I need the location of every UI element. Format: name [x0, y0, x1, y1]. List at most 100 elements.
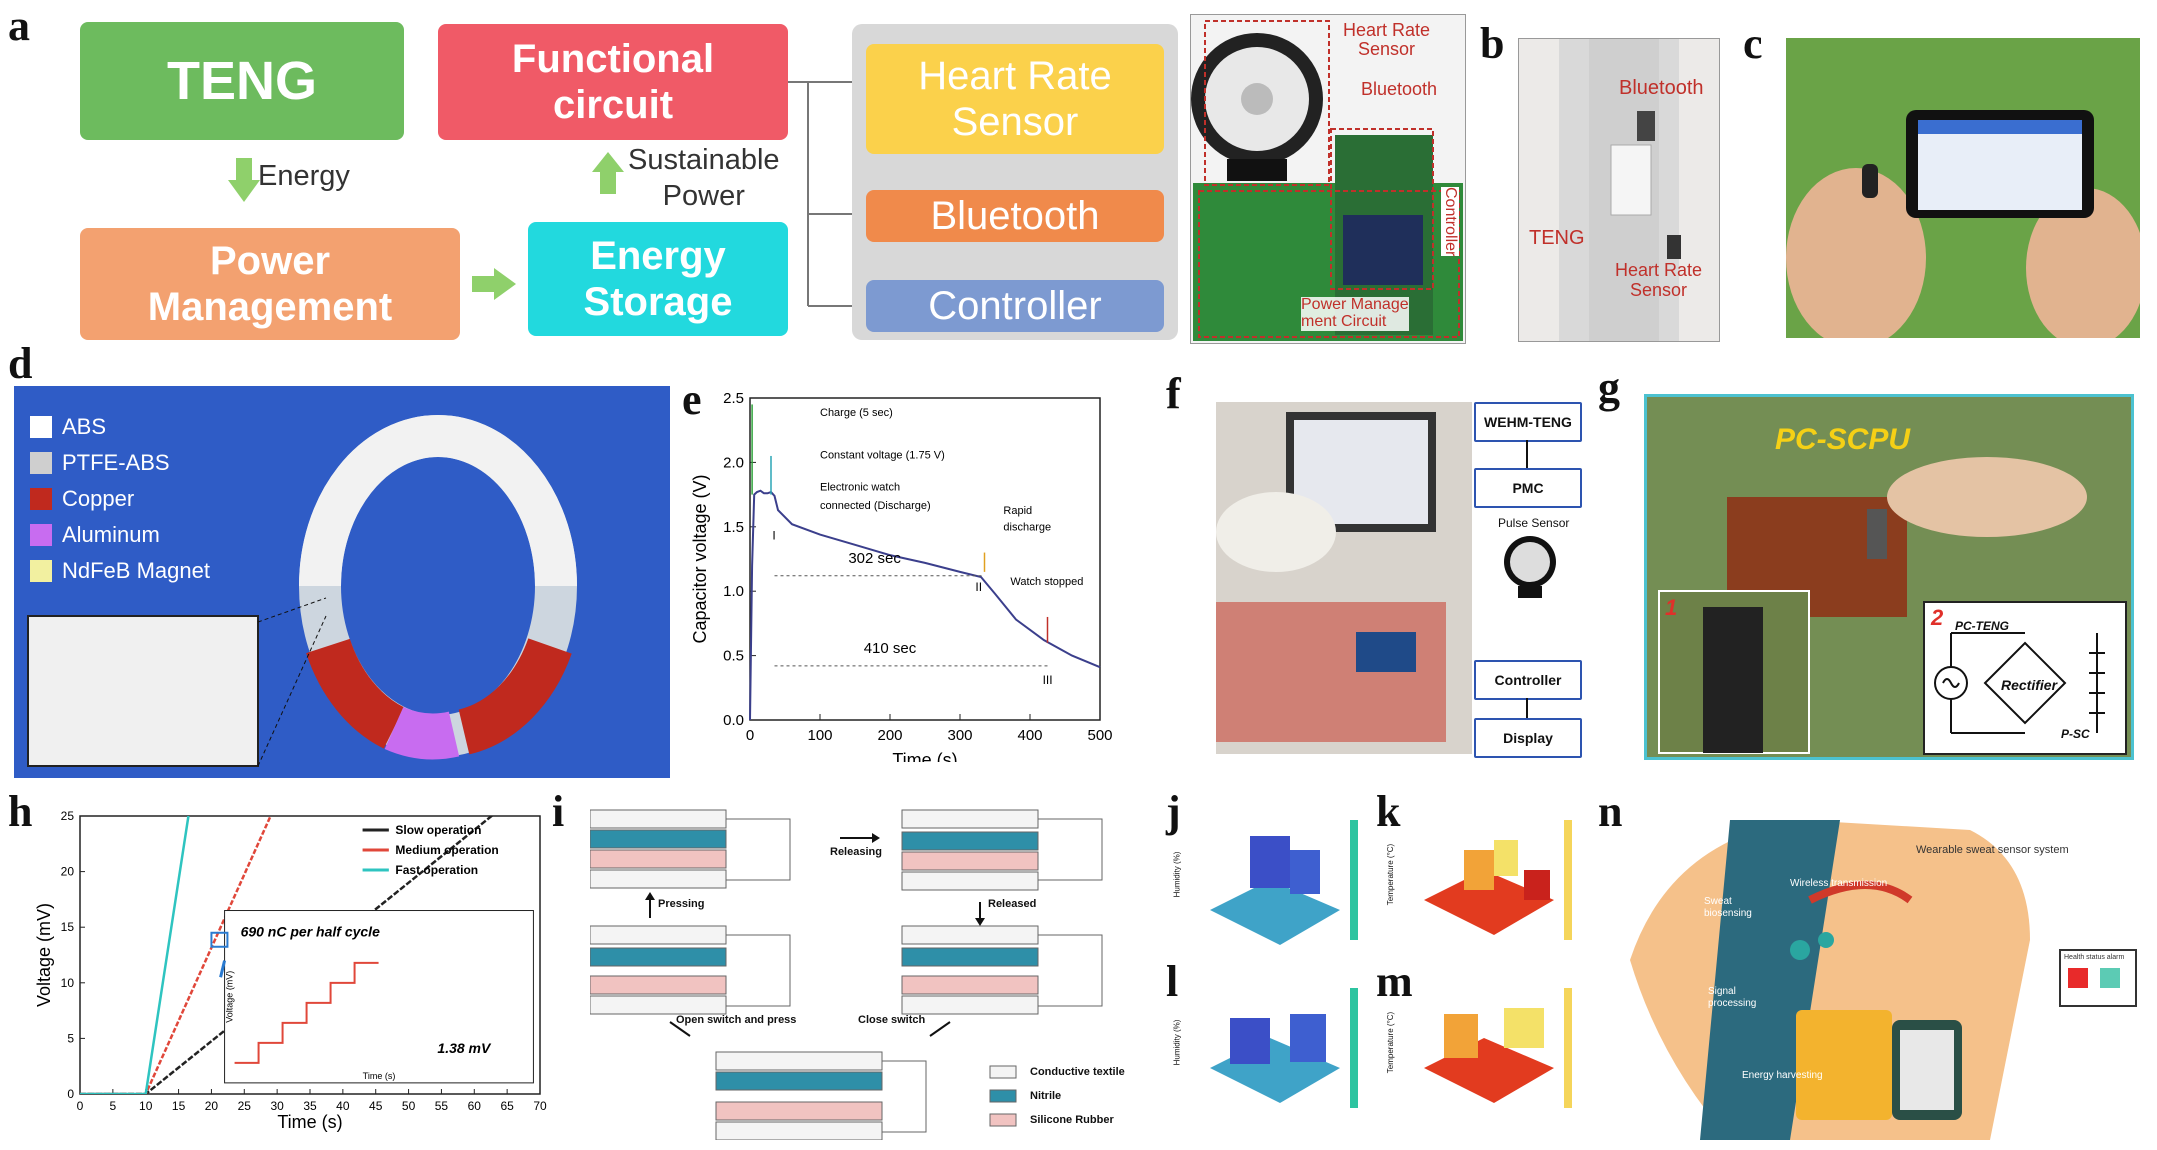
- phone-in-hand-drawing: [1786, 38, 2140, 338]
- panel-label-e: e: [682, 375, 702, 424]
- pc-scpu-label: PC-SCPU: [1775, 423, 1911, 456]
- panel-label-c: c: [1743, 19, 1763, 68]
- n-signal-label: Signal processing: [1708, 986, 1756, 1010]
- panel-label-f: f: [1166, 369, 1181, 418]
- i-close-switch-label: Close switch: [858, 1014, 926, 1026]
- power-label-2: Management: [147, 285, 393, 329]
- e-xtick-label: 0: [746, 727, 754, 744]
- h-xtick-label: 70: [533, 1099, 547, 1113]
- e-annot-II: II: [975, 580, 982, 594]
- e-ytick-label: 1.5: [723, 519, 744, 536]
- bt-label: Bluetooth: [930, 194, 1100, 238]
- e-ytick-label: 1.0: [723, 583, 744, 600]
- h-ytick-label: 20: [61, 865, 75, 879]
- d-legend-swatch-magnet: [30, 560, 52, 582]
- energy-arrow-shaft: [236, 158, 252, 182]
- rectifier-label: Rectifier: [2001, 677, 2058, 693]
- controller-box: Controller: [866, 280, 1164, 332]
- circuit-board-photo: Heart Rate Sensor Bluetooth Controller P…: [1190, 14, 1466, 344]
- panel-label-g: g: [1598, 363, 1620, 412]
- teng-box: TENG: [80, 22, 404, 140]
- h-xtick-label: 25: [238, 1099, 252, 1113]
- wehm-teng-label: WEHM-TENG: [1484, 413, 1572, 430]
- panel-label-j: j: [1166, 787, 1181, 836]
- d-legend-item-aluminum: Aluminum: [30, 522, 210, 548]
- d-legend-item-magnet: NdFeB Magnet: [30, 558, 210, 584]
- func-label-2: circuit: [552, 83, 674, 127]
- n-alarm-label: Health status alarm: [2064, 954, 2125, 961]
- h-xtick-label: 55: [435, 1099, 449, 1113]
- bluetooth-box: Bluetooth: [866, 190, 1164, 242]
- h-inset-frame: [224, 910, 534, 1084]
- d-legend-label-ptfe: PTFE-ABS: [62, 450, 170, 475]
- functional-circuit-box: Functional circuit: [438, 24, 788, 140]
- g-inset-num-1: 1: [1665, 595, 1678, 620]
- e-ytick-label: 2.5: [723, 390, 744, 407]
- wehm-teng-box: WEHM-TENG: [1474, 402, 1582, 442]
- e-annot-constant: Constant voltage (1.75 V): [820, 450, 945, 462]
- power-label-1: Power: [209, 239, 331, 283]
- e-xtick-label: 300: [947, 727, 972, 744]
- h-zoom-arrow: [219, 960, 227, 978]
- m-ylabel: Temperature (°C): [1386, 1011, 1396, 1074]
- photo-hr-label-1: Heart Rate: [1343, 20, 1431, 40]
- pc-teng-inset-label: PC-TENG: [1955, 619, 2009, 633]
- k-bars: [1424, 820, 1572, 940]
- ring-drawing: [27, 415, 577, 767]
- e-annot-rapid-1: Rapid: [1003, 505, 1032, 517]
- d-legend-label-abs: ABS: [62, 414, 107, 439]
- power-to-storage-arrowhead: [494, 268, 516, 300]
- panel-j-humidity-map: Humidity (%): [1172, 810, 1370, 960]
- energy-arrow: [228, 180, 260, 202]
- photo-bt-label: Bluetooth: [1361, 79, 1438, 99]
- d-legend-item-copper: Copper: [30, 486, 210, 512]
- n-sweat-label: Sweat biosensing: [1704, 896, 1752, 920]
- i-releasing-label: Releasing: [830, 846, 882, 858]
- display-box: Display: [1474, 718, 1582, 758]
- e-annot-watch-1: Electronic watch: [820, 482, 900, 494]
- h-inset-xlabel: Time (s): [363, 1071, 396, 1081]
- i-stack-4: [901, 925, 1103, 1015]
- rectifier-circuit-icon: [1934, 632, 2105, 734]
- e-xtick-label: 100: [807, 727, 832, 744]
- d-legend: ABS PTFE-ABS Copper Aluminum NdFeB Magne…: [30, 414, 210, 584]
- e-ylabel: Capacitor voltage (V): [690, 474, 710, 643]
- h-xtick-label: 10: [139, 1099, 153, 1113]
- h-xtick-label: 60: [468, 1099, 482, 1113]
- b-hr-label-2: Sensor: [1630, 279, 1688, 300]
- h-xtick-label: 20: [205, 1099, 219, 1113]
- h-ytick-label: 5: [67, 1031, 74, 1045]
- e-annot-410: 410 sec: [864, 640, 917, 657]
- b-hr-label-1: Heart Rate: [1615, 260, 1703, 280]
- heart-rate-sensor-box: Heart Rate Sensor: [866, 44, 1164, 154]
- hr-label-2: Sensor: [951, 100, 1079, 144]
- controller-f-box: Controller: [1474, 660, 1582, 700]
- d-legend-swatch-ptfe: [30, 452, 52, 474]
- controller-f-label: Controller: [1494, 671, 1562, 688]
- psc-label: P-SC: [2061, 727, 2090, 741]
- b-bluetooth-label: Bluetooth: [1619, 77, 1704, 99]
- i-legend-silicone: Silicone Rubber: [1030, 1114, 1114, 1126]
- h-xtick-label: 40: [336, 1099, 350, 1113]
- ctrl-label: Controller: [928, 284, 1102, 328]
- pmc-box: PMC: [1474, 468, 1582, 508]
- energy-storage-box: Energy Storage: [528, 222, 788, 336]
- h-ytick-label: 25: [61, 809, 75, 823]
- h-xtick-label: 45: [369, 1099, 383, 1113]
- h-inset-staircase: [234, 961, 379, 1064]
- panel-b-wearer-photo: Bluetooth TENG Heart Rate Sensor: [1518, 38, 1720, 342]
- e-voltage-line: [749, 489, 1101, 721]
- n-sweat-label-2: biosensing: [1704, 908, 1752, 919]
- e-annot-charge: Charge (5 sec): [820, 407, 893, 419]
- h-ytick-label: 0: [67, 1087, 74, 1101]
- teng-label: TENG: [166, 50, 317, 111]
- panel-i-mechanism: Releasing Pressing Released Open switch …: [589, 800, 1150, 1141]
- l-ylabel: Humidity (%): [1172, 1019, 1182, 1066]
- d-legend-swatch-abs: [30, 416, 52, 438]
- d-legend-label-copper: Copper: [62, 486, 135, 511]
- h-ytick-label: 10: [61, 976, 75, 990]
- photo-ctrl-label: Controller: [1441, 187, 1459, 257]
- h-series-2: [80, 816, 190, 1094]
- panel-label-h: h: [8, 787, 33, 836]
- f-arrow-2: [1526, 698, 1528, 718]
